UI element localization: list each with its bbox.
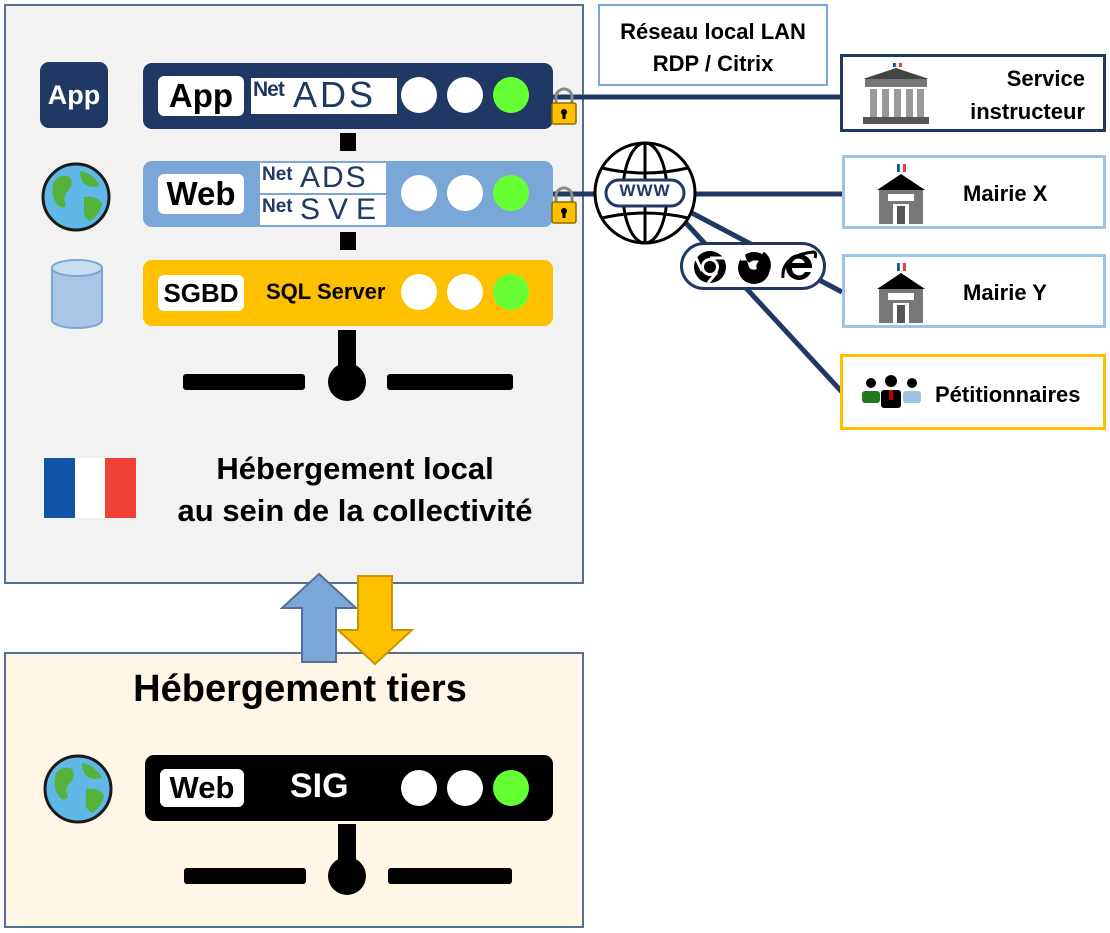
sig-server-tag: Web (160, 769, 244, 807)
lan-label-line2: RDP / Citrix (652, 51, 774, 76)
server-link-web-db (340, 232, 356, 250)
status-light (447, 770, 483, 806)
town-hall-icon (877, 263, 925, 323)
petitionnaires-box: Pétitionnaires (840, 354, 1106, 430)
netads-logo: Net ADS (250, 74, 398, 115)
service-instructeur-line1: Service (1006, 66, 1085, 91)
mairie-x-box: Mairie X (842, 155, 1106, 229)
mairie-x-label: Mairie X (963, 181, 1048, 206)
local-hosting-title-line2: au sein de la collectivité (177, 493, 533, 528)
status-light (401, 770, 437, 806)
server-link-app-web (340, 133, 356, 151)
town-hall-icon (877, 164, 925, 224)
www-globe-icon (593, 141, 697, 245)
netads-logo-prefix: Net (262, 164, 293, 185)
french-flag-icon (44, 458, 137, 518)
chrome-icon (694, 251, 726, 284)
third-party-network-base (184, 824, 512, 895)
status-light (447, 77, 483, 113)
app-server: App Net ADS (143, 63, 553, 129)
local-network-stem (338, 330, 356, 372)
sig-server: Web SIG (145, 755, 553, 821)
globe-icon (43, 754, 113, 824)
local-hosting-title: Hébergement local au sein de la collecti… (140, 448, 570, 532)
netads-logo-prefix: Net (253, 78, 285, 101)
mairie-y-label: Mairie Y (963, 280, 1047, 305)
app-icon: App (40, 62, 108, 128)
status-light (447, 175, 483, 211)
www-label: WWW (619, 181, 671, 200)
database-server: SGBD SQL Server (143, 260, 553, 326)
web-server: Web Net ADS Net SVE (143, 161, 553, 227)
mairie-y-box: Mairie Y (842, 254, 1106, 328)
netads-logo: Net ADS (260, 161, 386, 194)
app-server-status-lights (401, 77, 529, 113)
sig-server-name: SIG (290, 767, 349, 805)
status-light (401, 274, 437, 310)
browsers-badge (680, 242, 826, 290)
people-icon (862, 375, 921, 408)
status-light (401, 175, 437, 211)
status-light-active (493, 175, 529, 211)
web-server-tag: Web (158, 174, 244, 214)
lock-icon (551, 87, 577, 125)
database-icon (51, 259, 103, 329)
lan-label-line1: Réseau local LAN (620, 19, 806, 44)
building-icon (863, 63, 929, 124)
sync-arrows (280, 572, 414, 666)
web-server-status-lights (401, 175, 529, 211)
local-network-base (183, 363, 513, 401)
database-server-name: SQL Server (266, 279, 386, 304)
service-instructeur-label: Service instructeur (970, 62, 1085, 128)
petitionnaires-label: Pétitionnaires (935, 382, 1081, 407)
database-server-status-lights (401, 274, 529, 310)
lock-icon (551, 186, 577, 224)
status-light-active (493, 274, 529, 310)
netsve-logo-name: SVE (300, 193, 385, 226)
status-light (401, 77, 437, 113)
service-instructeur-line2: instructeur (970, 99, 1085, 124)
firefox-icon (738, 251, 771, 284)
netsve-logo-prefix: Net (262, 196, 293, 217)
netsve-logo: Net SVE (260, 193, 386, 226)
third-party-hosting-title: Hébergement tiers (133, 668, 467, 710)
globe-icon (41, 162, 111, 232)
status-light (447, 274, 483, 310)
arrow-up-icon (280, 572, 359, 663)
database-server-tag: SGBD (158, 275, 244, 311)
netads-logo-name: ADS (293, 74, 377, 115)
local-hosting-title-line1: Hébergement local (216, 451, 494, 486)
sig-server-status-lights (401, 770, 529, 806)
service-instructeur-box: Service instructeur (840, 54, 1106, 132)
status-light-active (493, 770, 529, 806)
lan-label-box: Réseau local LAN RDP / Citrix (598, 4, 828, 86)
ie-icon (781, 250, 818, 280)
app-server-tag: App (158, 76, 244, 116)
netads-logo-name: ADS (300, 161, 368, 194)
app-icon-label: App (47, 80, 101, 110)
status-light-active (493, 77, 529, 113)
arrow-down-icon (335, 575, 414, 666)
